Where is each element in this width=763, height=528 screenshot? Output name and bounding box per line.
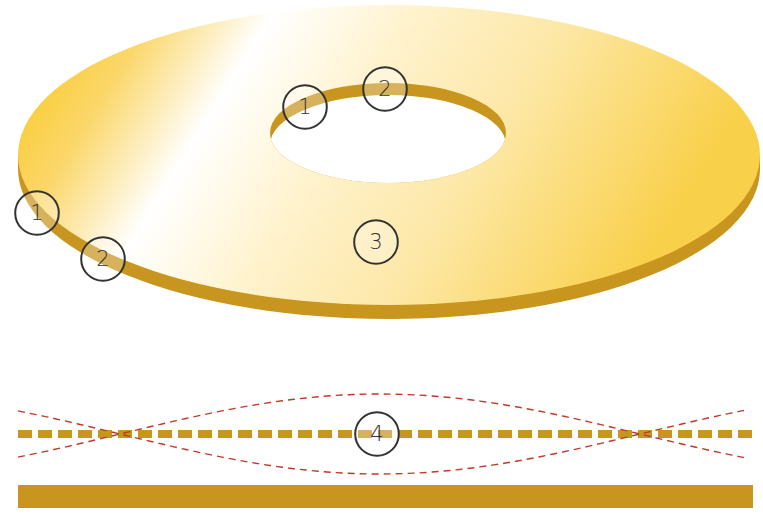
disc-face [18,5,760,305]
callout-ring [81,237,125,281]
callout-number: 2 [96,249,109,270]
callout-circle: 2 [362,66,408,112]
callout-number: 1 [30,203,43,224]
callout-ring [363,67,407,111]
callout-circle: 1 [14,190,60,236]
callout-circle: 1 [282,84,328,130]
callout-number: 1 [298,97,311,118]
callout-number: 2 [378,79,391,100]
callout-circle: 4 [354,411,400,457]
solid-bar [18,485,753,508]
callout-number: 4 [370,424,383,445]
callout-ring [354,220,398,264]
callout-circle: 3 [353,219,399,265]
callout-ring [283,85,327,129]
callout-number: 3 [369,232,382,253]
mode-curve [18,394,744,458]
mode-curve [18,410,744,474]
callout-ring [15,191,59,235]
callout-ring [355,412,399,456]
mode-shape [18,394,744,474]
callout-circle: 2 [80,236,126,282]
